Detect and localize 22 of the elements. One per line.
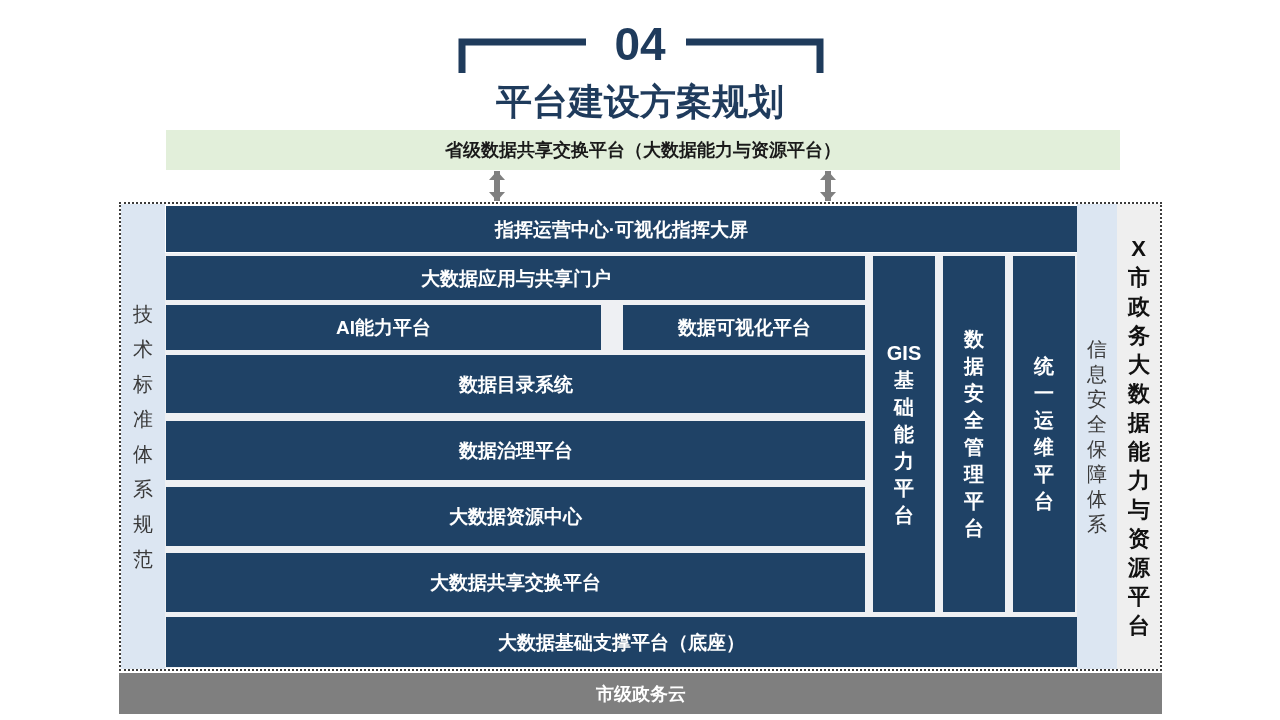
column-box: GIS基础能力平台 <box>873 256 935 612</box>
side-column: 信息安全保障体系 <box>1077 204 1117 669</box>
cloud-band: 市级政务云 <box>119 673 1162 714</box>
column-box: 统一运维平台 <box>1013 256 1075 612</box>
layer-box: 大数据基础支撑平台（底座） <box>166 617 1077 667</box>
layer-box: AI能力平台 <box>166 305 601 350</box>
layer-box: 数据治理平台 <box>166 421 865 480</box>
layer-box: 数据目录系统 <box>166 355 865 413</box>
column-box: 数据安全管理平台 <box>943 256 1005 612</box>
double-arrow <box>820 171 836 201</box>
layer-box: 数据可视化平台 <box>623 305 865 350</box>
side-column: 技术标准体系规范 <box>121 204 165 669</box>
layer-box: 大数据资源中心 <box>166 487 865 546</box>
section-number: 04 <box>613 18 667 70</box>
layer-box: 指挥运营中心·可视化指挥大屏 <box>166 206 1077 252</box>
dotted-frame <box>119 202 1162 671</box>
double-arrow <box>489 171 505 201</box>
platform-band: 省级数据共享交换平台（大数据能力与资源平台） <box>166 130 1120 170</box>
layer-box: 大数据共享交换平台 <box>166 553 865 612</box>
side-title-strip: X市政务大数据能力与资源平台 <box>1117 204 1160 669</box>
layer-box: 大数据应用与共享门户 <box>166 256 865 300</box>
page-title: 平台建设方案规划 <box>495 80 785 124</box>
